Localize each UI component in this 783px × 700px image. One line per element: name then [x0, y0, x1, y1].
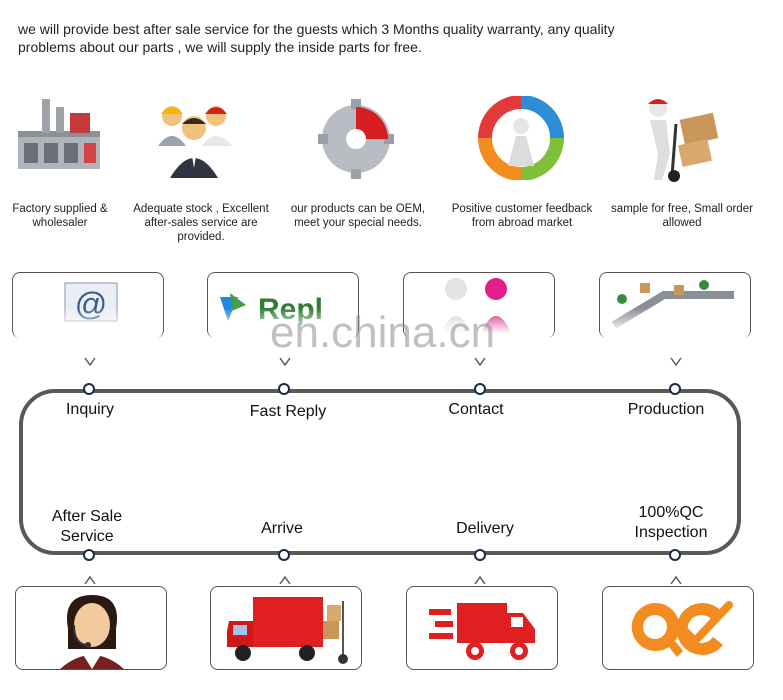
process-track [19, 389, 741, 555]
support-agent-icon [60, 595, 124, 669]
feedback-ring-icon [478, 96, 564, 180]
truck-icon [227, 597, 348, 664]
chevron-down-icon [474, 357, 486, 367]
intro-text: we will provide best after sale service … [18, 20, 718, 56]
hand-truck-icon [648, 99, 719, 182]
step-label-fast-reply: Fast Reply [249, 403, 327, 420]
step-label-production: Production [627, 401, 705, 418]
step-dot-contact [474, 383, 486, 395]
card-fast-reply: Repl [207, 272, 359, 338]
card-production [599, 272, 751, 338]
feature-label-factory: Factory supplied &wholesaler [12, 203, 108, 229]
card-contact [403, 272, 555, 338]
step-dot-qc [669, 549, 681, 561]
feature-label-oem: our products can be OEM,meet your specia… [290, 203, 426, 229]
chevron-down-icon [670, 357, 682, 367]
puzzle-gear-icon [318, 99, 394, 179]
fast-truck-icon [429, 603, 535, 660]
chevron-up-icon [279, 575, 291, 585]
step-label-inquiry: Inquiry [65, 401, 115, 418]
step-label-arrive: Arrive [261, 520, 303, 537]
chevron-down-icon [279, 357, 291, 367]
step-dot-delivery [474, 549, 486, 561]
card-after-sale [15, 586, 167, 670]
step-dot-production [669, 383, 681, 395]
chevron-up-icon [84, 575, 96, 585]
card-delivery [406, 586, 558, 670]
card-arrive [210, 586, 362, 670]
card-qc [602, 586, 754, 670]
workers-icon [158, 106, 232, 178]
step-dot-after-sale [83, 549, 95, 561]
intro-line-1: we will provide best after sale service … [18, 21, 615, 37]
chevron-up-icon [474, 575, 486, 585]
card-inquiry: @ [12, 272, 164, 338]
step-dot-arrive [278, 549, 290, 561]
step-dot-inquiry [83, 383, 95, 395]
step-label-delivery: Delivery [456, 520, 514, 537]
watermark: en.china.cn [270, 308, 496, 357]
chevron-down-icon [84, 357, 96, 367]
step-dot-fast-reply [278, 383, 290, 395]
intro-line-2: problems about our parts , we will suppl… [18, 39, 422, 55]
chevron-up-icon [670, 575, 682, 585]
factory-icon [18, 99, 100, 169]
step-label-contact: Contact [448, 401, 504, 418]
qc-check-icon [631, 601, 733, 657]
